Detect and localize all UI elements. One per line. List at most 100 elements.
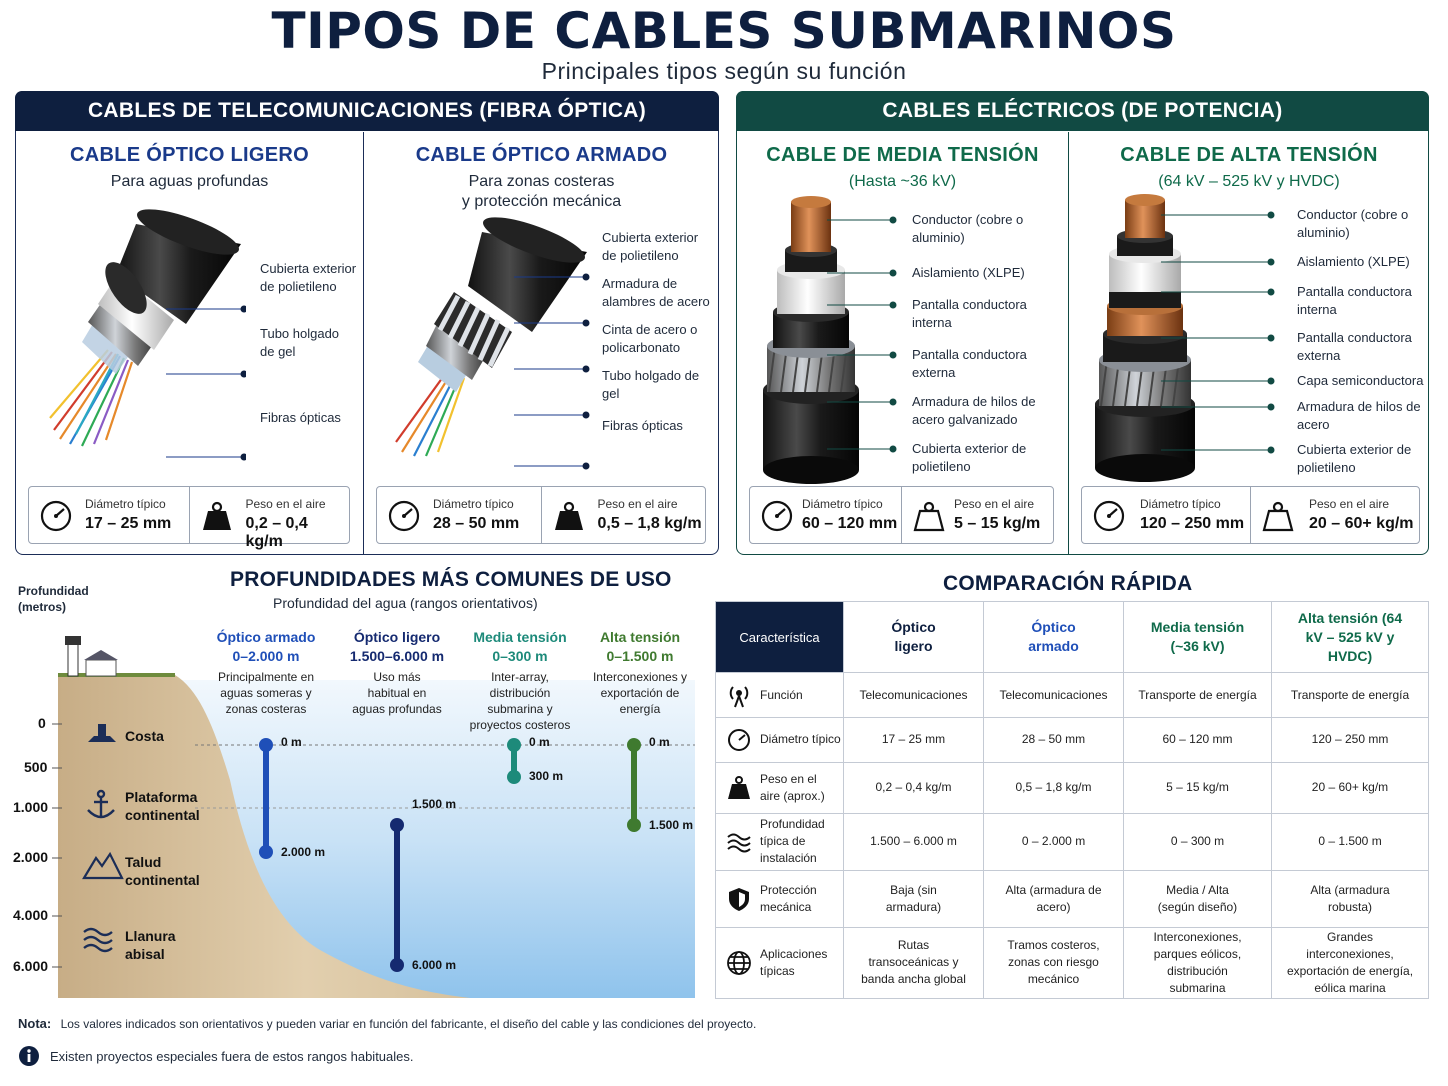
medium-voltage-leader-lines: [827, 216, 897, 453]
medium-bottom-point: [507, 770, 521, 784]
mv-label-jacket: Cubierta exterior de polietileno: [912, 441, 1027, 474]
cell: Baja (sin armadura): [843, 869, 984, 928]
armored-optical-leader-lines: [514, 273, 590, 470]
category-range: 0–2.000 m: [232, 648, 300, 664]
header-feature: Característica: [715, 600, 844, 674]
armored-label-armor: Armadura de alambres de acero: [602, 276, 710, 309]
depth-tick-4000: 4.000: [13, 907, 49, 923]
depth-tick-2000: 2.000: [13, 849, 49, 865]
header-light: Óptico ligero: [843, 600, 984, 674]
light-optical-cable-illustration: [49, 209, 241, 447]
diameter-caption: Diámetro típico: [433, 497, 514, 511]
table-row: Función Telecomunicaciones Telecomunicac…: [715, 672, 1429, 719]
row-label: Diámetro típico: [760, 732, 841, 747]
note-label: Nota:: [18, 1016, 52, 1031]
armored-top-label: 0 m: [281, 735, 302, 749]
medium-voltage-specs: Diámetro típico 60 – 120 mm Peso en el a…: [749, 486, 1054, 544]
light-optical-column: CABLE ÓPTICO LIGERO Para aguas profundas: [16, 132, 363, 554]
cell: Telecomunicaciones: [843, 672, 984, 719]
depth-tick-500: 500: [24, 759, 48, 775]
medium-voltage-title: CABLE DE MEDIA TENSIÓN: [766, 144, 1039, 166]
header-armored: Óptico armado: [983, 600, 1124, 674]
cell: 5 – 15 kg/m: [1123, 761, 1272, 814]
category-desc: Interconexiones y exportación de energía: [592, 670, 688, 716]
cell: 0,2 – 0,4 kg/m: [843, 761, 984, 814]
high-bottom-label: 1.500 m: [649, 818, 694, 832]
category-name: Media tensión: [473, 629, 567, 645]
depth-diagram: [52, 636, 695, 998]
table-row: Profundidad típica de instalación 1.500 …: [715, 812, 1429, 871]
cell: 60 – 120 mm: [1123, 717, 1272, 763]
shield-icon: [729, 887, 749, 911]
high-voltage-column: CABLE DE ALTA TENSIÓN (64 kV – 525 kV y …: [1068, 132, 1429, 554]
cell: 17 – 25 mm: [843, 717, 984, 763]
category-name: Óptico ligero: [353, 629, 441, 645]
waves-icon: [83, 927, 113, 953]
depth-tick-0: 0: [38, 715, 46, 731]
info-text: Existen proyectos especiales fuera de es…: [50, 1048, 414, 1064]
light-label-fibers: Fibras ópticas: [260, 410, 341, 425]
hv-label-insulation: Aislamiento (XLPE): [1297, 254, 1410, 269]
category-range: 1.500–6.000 m: [349, 648, 445, 664]
hv-label-armor: Armadura de hilos de acero: [1297, 399, 1421, 432]
high-voltage-cable-illustration: [1095, 194, 1195, 482]
header-medium: Media tensión (~36 kV): [1123, 600, 1272, 674]
cell: Media / Alta (según diseño): [1123, 869, 1272, 928]
row-label: Aplicaciones típicas: [760, 946, 828, 978]
depth-tick-6000: 6.000: [13, 958, 49, 974]
weight-icon: [554, 501, 583, 530]
light-bottom-point: [390, 958, 404, 972]
depth-subtitle: Profundidad del agua (rangos orientativo…: [273, 595, 538, 611]
diameter-caption: Diámetro típico: [85, 497, 166, 511]
table-row: Protección mecánica Baja (sin armadura) …: [715, 869, 1429, 928]
page-title: TIPOS DE CABLES SUBMARINOS: [271, 2, 1177, 60]
medium-top-point: [507, 738, 521, 752]
high-bottom-point: [627, 818, 641, 832]
category-desc: Uso más habitual en aguas profundas: [352, 670, 442, 716]
category-name: Alta tensión: [599, 629, 681, 645]
light-top-label: 1.500 m: [412, 797, 457, 811]
light-top-point: [390, 818, 404, 832]
row-label: Protección mecánica: [760, 882, 817, 914]
armored-optical-specs: Diámetro típico 28 – 50 mm Peso en el ai…: [376, 486, 706, 544]
table-header-row: Característica Óptico ligero Óptico arma…: [715, 600, 1429, 674]
armored-bottom-point: [259, 845, 273, 859]
high-top-point: [627, 738, 641, 752]
armored-label-fibers: Fibras ópticas: [602, 418, 683, 433]
hv-label-semiconductor: Capa semiconductora: [1297, 373, 1424, 388]
armored-label-jacket: Cubierta exterior de polietileno: [602, 230, 699, 263]
category-name: Óptico armado: [216, 629, 316, 645]
hv-label-jacket: Cubierta exterior de polietileno: [1297, 442, 1412, 475]
zone-slope: Talud continental: [125, 854, 200, 888]
gauge-icon: [728, 728, 750, 751]
category-range: 0–300 m: [492, 648, 548, 664]
weight-icon: [202, 501, 231, 530]
table-row: Peso en el aire (aprox.) 0,2 – 0,4 kg/m …: [715, 761, 1429, 814]
cell: 0,5 – 1,8 kg/m: [983, 761, 1124, 814]
depth-axis-title-line-1: Profundidad: [18, 584, 89, 598]
weight-icon: [728, 775, 750, 799]
light-bottom-label: 6.000 m: [412, 958, 457, 972]
cell: Interconexiones, parques eólicos, distri…: [1123, 926, 1272, 1000]
diameter-value: 28 – 50 mm: [433, 515, 520, 532]
gauge-icon: [761, 500, 793, 532]
medium-voltage-subtitle: (Hasta ~36 kV): [848, 173, 957, 190]
cell: Tramos costeros, zonas con riesgo mecáni…: [983, 926, 1124, 1000]
diameter-value: 17 – 25 mm: [85, 515, 172, 532]
high-voltage-leader-lines: [1161, 211, 1275, 454]
note-text: Los valores indicados son orientativos y…: [60, 1017, 757, 1031]
mv-label-conductor: Conductor (cobre o aluminio): [912, 212, 1024, 245]
table-row: Aplicaciones típicas Rutas transoceánica…: [715, 926, 1429, 1000]
cell: Grandes interconexiones, exportación de …: [1271, 926, 1429, 1000]
cell: 0 – 300 m: [1123, 812, 1272, 871]
globe-icon: [727, 950, 751, 975]
weight-caption: Peso en el aire: [954, 497, 1035, 511]
cell: 28 – 50 mm: [983, 717, 1124, 763]
waves-icon: [727, 833, 751, 853]
power-header: CABLES ELÉCTRICOS (DE POTENCIA): [736, 91, 1429, 131]
note: Nota: Los valores indicados son orientat…: [18, 1016, 756, 1031]
antenna-icon: [729, 686, 749, 708]
depth-category-light: Óptico ligero 1.500–6.000 m Uso más habi…: [337, 628, 457, 717]
weight-icon: [913, 501, 945, 532]
armored-optical-subtitle-1: Para zonas costeras: [468, 173, 615, 190]
